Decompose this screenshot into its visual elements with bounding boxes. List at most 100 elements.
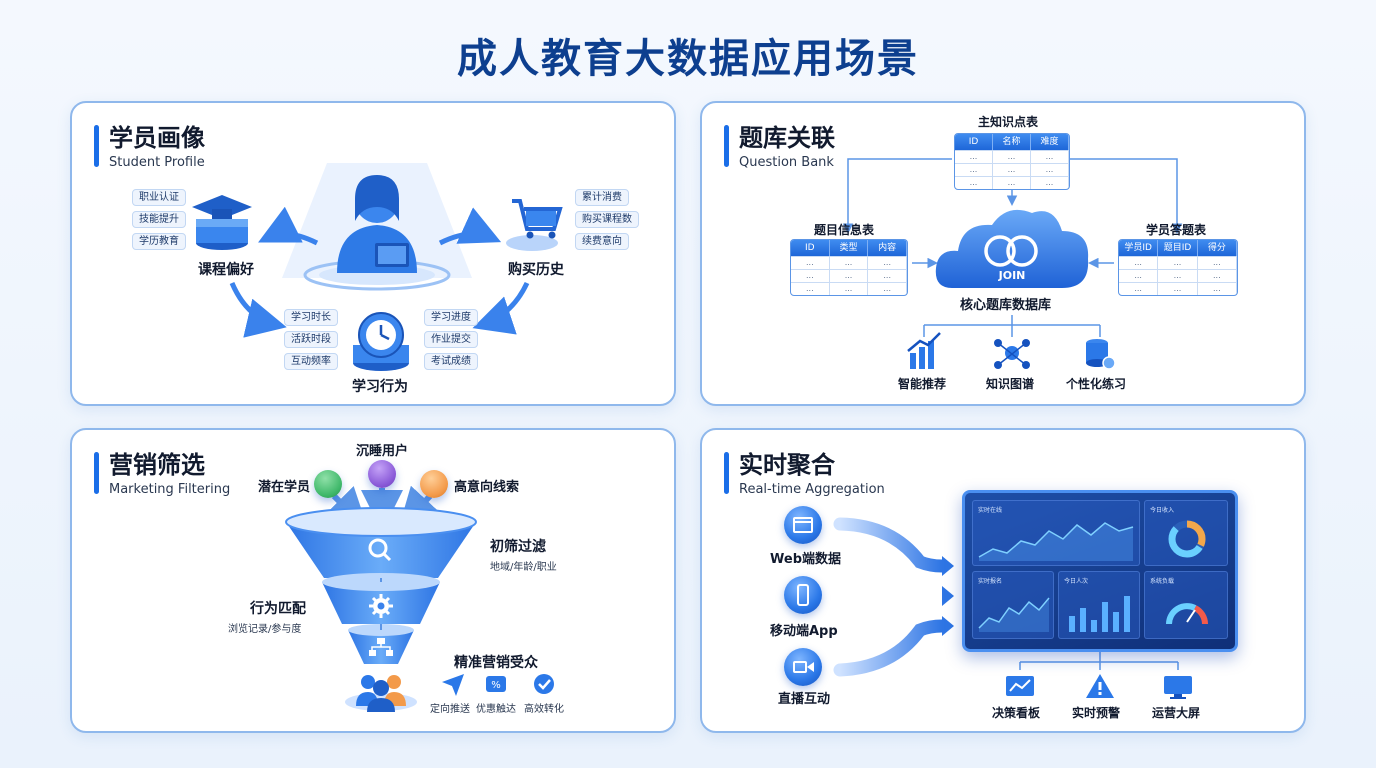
chip-purchase: 购买课程数 <box>575 211 639 228</box>
label-stage-behavior-match: 行为匹配 <box>250 601 306 617</box>
table-relations <box>842 158 1183 370</box>
panel-question-bank: 题库关联 Question Bank <box>700 101 1306 406</box>
dashboard-tile-system-load: 系统负载 <box>1144 571 1228 639</box>
svg-text:%: % <box>491 680 501 691</box>
arrow-to-course <box>258 206 319 246</box>
table-title: 学员答题表 <box>1146 223 1207 237</box>
user-purple-icon <box>368 460 396 488</box>
label-purchase-history: 购买历史 <box>508 262 564 278</box>
label-decision-board: 决策看板 <box>992 706 1041 720</box>
audience-group-icon <box>356 675 406 712</box>
realtime-dashboard: 实时在线 今日收入 实时报名 今日人次 <box>962 490 1238 652</box>
area-chart-graphic <box>978 522 1134 561</box>
panel-header: 学员画像 Student Profile <box>94 123 205 170</box>
chip-course: 技能提升 <box>132 211 186 228</box>
dashboard-tile-signup: 实时报名 <box>972 571 1054 639</box>
warning-icon <box>1086 674 1114 698</box>
chip-purchase: 续费意向 <box>575 233 629 250</box>
funnel-stage-1 <box>285 507 477 578</box>
accent-bar <box>94 125 99 167</box>
mobile-icon <box>784 576 822 614</box>
label-stage-target-audience: 精准营销受众 <box>454 655 538 671</box>
page-title: 成人教育大数据应用场景 <box>457 36 919 82</box>
coupon-icon: % <box>486 676 506 692</box>
detail-stage-initial-filter: 地域/年龄/职业 <box>490 562 557 573</box>
chip-behavior: 活跃时段 <box>284 331 338 348</box>
label-high-intent-leads: 高意向线索 <box>454 480 520 495</box>
label-course-preference: 课程偏好 <box>198 262 254 278</box>
label-live-interaction: 直播互动 <box>778 692 831 707</box>
label-realtime-alert: 实时预警 <box>1072 706 1121 720</box>
panel-title: 题库关联 <box>739 124 835 152</box>
chip-purchase: 累计消费 <box>575 189 629 206</box>
table-title: 主知识点表 <box>978 115 1039 129</box>
panel-title: 实时聚合 <box>739 451 835 479</box>
flow-arrows <box>192 163 563 371</box>
label-web-data: Web端数据 <box>770 552 841 567</box>
join-badge: JOIN <box>998 269 1026 282</box>
dashboard-tile-online: 实时在线 <box>972 500 1140 566</box>
label-core-db: 核心题库数据库 <box>960 298 1052 313</box>
clock-icon <box>353 312 409 371</box>
panel-title: 学员画像 <box>109 124 205 152</box>
line-chart-graphic <box>978 597 1050 632</box>
label-ops-screen: 运营大屏 <box>1152 706 1201 720</box>
network-icon <box>994 339 1030 369</box>
label-potential-students: 潜在学员 <box>258 480 311 495</box>
search-icon <box>368 538 392 562</box>
label-action-coupon: 优惠触达 <box>476 704 516 715</box>
video-icon <box>784 648 822 686</box>
hierarchy-icon <box>369 638 393 656</box>
gear-icon <box>369 594 393 618</box>
chip-behavior: 互动频率 <box>284 353 338 370</box>
chip-behavior: 学习进度 <box>424 309 478 326</box>
label-learning-behavior: 学习行为 <box>352 379 408 395</box>
trend-icon <box>1006 676 1034 696</box>
label-personal-practice: 个性化练习 <box>1066 377 1127 391</box>
chip-behavior: 学习时长 <box>284 309 338 326</box>
accent-bar <box>94 452 99 494</box>
panel-student-profile: 学员画像 Student Profile <box>70 101 676 406</box>
label-action-push: 定向推送 <box>430 704 470 715</box>
funnel-graphic: % <box>285 485 554 712</box>
arrow-to-behavior-left <box>229 281 287 338</box>
bar-chart-graphic <box>1069 596 1130 632</box>
panel-subtitle: Question Bank <box>739 155 834 170</box>
label-dormant-users: 沉睡用户 <box>356 444 409 459</box>
gauge-graphic <box>1166 603 1208 625</box>
panel-marketing-filter: 营销筛选 Marketing Filtering <box>70 428 676 733</box>
chip-behavior: 作业提交 <box>424 331 478 348</box>
panel-header: 营销筛选 Marketing Filtering <box>94 450 230 497</box>
panel-header: 实时聚合 Real-time Aggregation <box>724 450 885 497</box>
chip-behavior: 考试成绩 <box>424 353 478 370</box>
dashboard-tile-visits: 今日人次 <box>1058 571 1140 639</box>
panel-subtitle: Student Profile <box>109 155 205 170</box>
bar-chart-icon <box>907 332 941 369</box>
panel-title: 营销筛选 <box>109 451 205 479</box>
monitor-icon <box>1164 676 1192 699</box>
shopping-cart-icon <box>506 199 563 251</box>
donut-chart-graphic <box>1168 520 1206 558</box>
user-green-icon <box>314 470 342 498</box>
user-avatar-icon <box>337 175 417 273</box>
accent-bar <box>724 125 729 167</box>
detail-stage-behavior-match: 浏览记录/参与度 <box>228 624 302 635</box>
data-streams <box>833 517 1192 699</box>
user-orange-icon <box>420 470 448 498</box>
label-smart-recommend: 智能推荐 <box>898 377 947 391</box>
panel-header: 题库关联 Question Bank <box>724 123 835 170</box>
panel-subtitle: Marketing Filtering <box>109 482 231 497</box>
arrow-to-behavior-right <box>472 281 530 335</box>
arrow-to-purchase <box>438 207 502 246</box>
label-knowledge-graph: 知识图谱 <box>986 377 1035 391</box>
table-title: 题目信息表 <box>814 223 875 237</box>
label-stage-initial-filter: 初筛过滤 <box>490 539 546 555</box>
label-mobile-app: 移动端App <box>770 624 838 639</box>
paper-plane-icon <box>442 674 464 696</box>
database-gear-icon <box>1086 339 1116 370</box>
graduation-cap-icon <box>192 195 252 250</box>
label-action-conversion: 高效转化 <box>524 704 564 715</box>
